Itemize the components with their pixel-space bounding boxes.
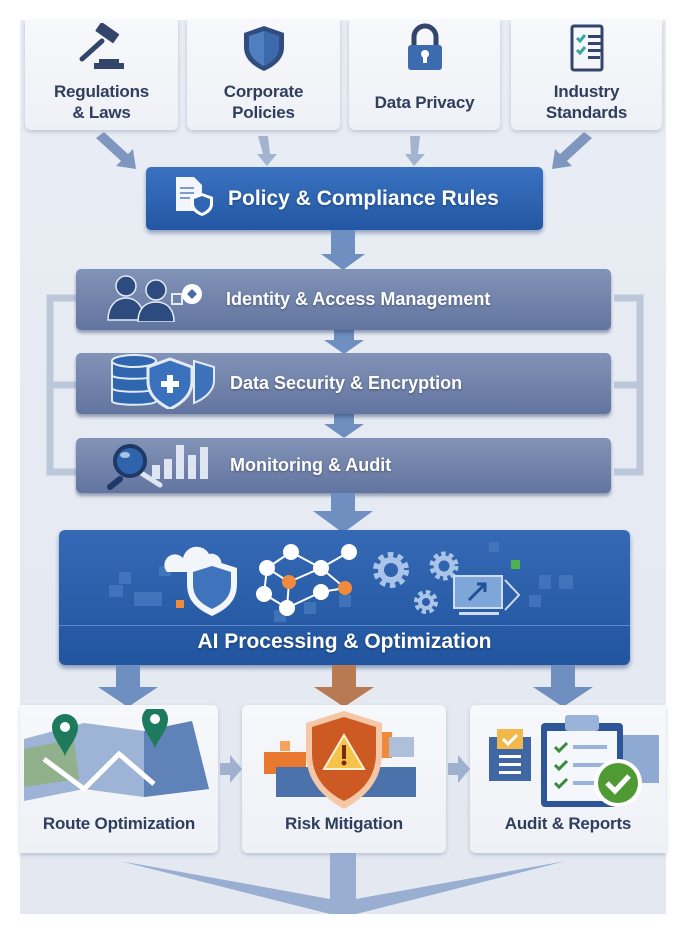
ai-label: AI Processing & Optimization	[197, 630, 492, 653]
shield-icon	[239, 22, 289, 74]
outcome-label: Risk Mitigation	[285, 814, 403, 833]
source-label-line2: Policies	[232, 103, 295, 122]
policy-label: Policy & Compliance Rules	[228, 186, 499, 210]
monitor-arrow-icon	[453, 575, 521, 615]
map-pins-icon	[20, 705, 218, 813]
policy-compliance-rules-box: Policy & Compliance Rules	[146, 167, 543, 230]
feedback-brackets	[46, 294, 644, 476]
source-label-line1: Corporate	[223, 82, 304, 101]
layer-identity-access-management: Identity & Access Management	[76, 269, 611, 330]
source-label-line1: Data Privacy	[374, 92, 475, 112]
arrow-down	[324, 330, 364, 354]
source-label-line1: Industry	[553, 82, 620, 101]
source-label-line1: Regulations	[53, 82, 150, 101]
network-graph-icon	[256, 544, 357, 616]
arrow-down	[324, 414, 364, 438]
arrow-down	[533, 665, 593, 707]
gavel-icon	[72, 22, 132, 74]
converging-output-arrow	[120, 853, 566, 914]
layer-label: Monitoring & Audit	[230, 455, 392, 475]
source-card-data-privacy: Data Privacy	[349, 20, 500, 130]
layer-monitoring-audit: Monitoring & Audit	[76, 438, 611, 493]
gears-icon	[373, 551, 459, 614]
source-card-regulations: Regulations & Laws	[25, 20, 178, 130]
arrow-down	[98, 665, 158, 707]
outcome-card-route-optimization: Route Optimization	[20, 705, 218, 853]
outcome-label: Audit & Reports	[504, 814, 632, 833]
outcome-label: Route Optimization	[42, 814, 196, 833]
outcome-card-audit-reports: Audit & Reports	[470, 705, 666, 853]
arrow-down	[321, 230, 365, 270]
arrow-down	[313, 493, 373, 533]
converging-arrows	[96, 132, 592, 169]
ai-illustration	[109, 542, 573, 622]
source-label-line2: & Laws	[72, 103, 131, 122]
cloud-shield-icon	[164, 546, 237, 616]
source-label-line2: Standards	[545, 103, 628, 122]
ai-box-divider	[59, 625, 630, 626]
ai-processing-optimization-box: AI Processing & Optimization	[59, 530, 630, 665]
layer-label: Data Security & Encryption	[230, 373, 463, 393]
outcome-card-risk-mitigation: Risk Mitigation	[242, 705, 446, 853]
database-shield-icon	[108, 353, 230, 414]
lock-icon	[400, 22, 450, 74]
users-key-icon	[104, 272, 226, 327]
document-shield-icon	[172, 175, 216, 222]
checklist-icon	[562, 22, 612, 74]
magnifier-chart-icon	[102, 435, 230, 496]
layer-data-security-encryption: Data Security & Encryption	[76, 353, 611, 414]
warning-shield-icon	[242, 705, 446, 813]
arrow-right	[448, 755, 470, 783]
arrow-down-orange	[314, 665, 374, 707]
layer-label: Identity & Access Management	[226, 289, 491, 309]
clipboard-check-icon	[470, 705, 666, 813]
arrow-right	[220, 755, 242, 783]
